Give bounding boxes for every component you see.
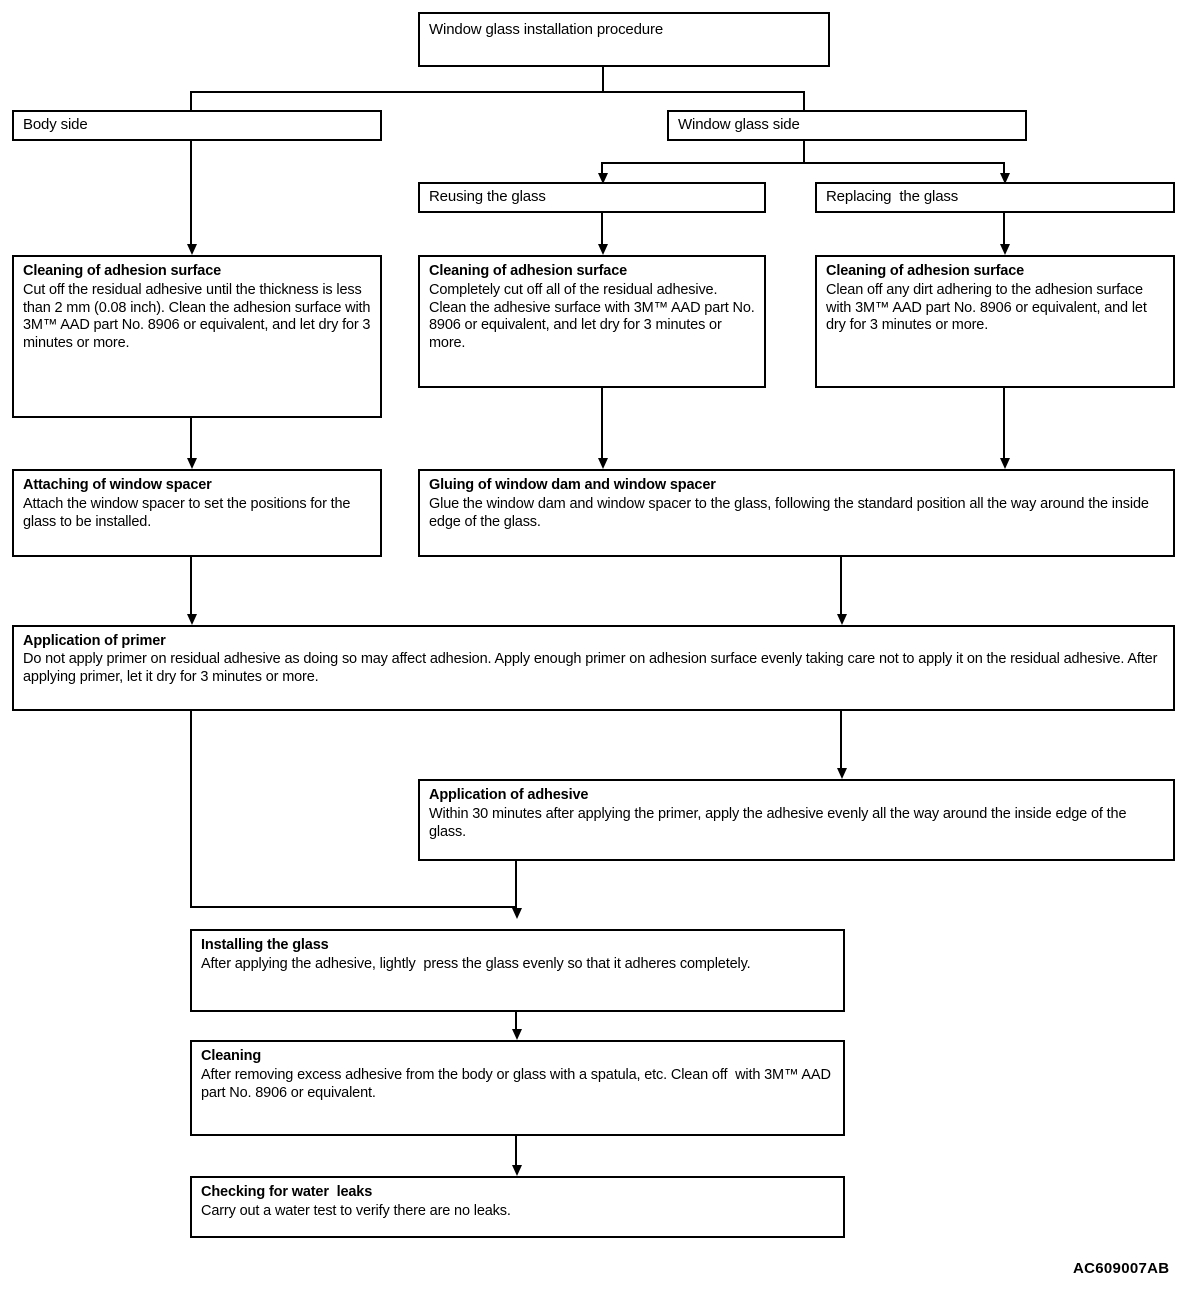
arrow-cleanreplace-to-gluing: [1000, 458, 1010, 469]
node-cleaning-title: Cleaning: [201, 1048, 262, 1064]
arrow-to-installing: [512, 908, 522, 919]
connector-replacing-down: [1003, 213, 1005, 244]
node-cleaning-reusing-body: Completely cut off all of the residual a…: [429, 281, 759, 352]
arrow-to-replacing: [1000, 173, 1010, 184]
node-root-label: Window glass installation procedure: [429, 21, 664, 38]
arrow-cleaning-to-water-leaks: [512, 1165, 522, 1176]
node-application-of-adhesive: Application of adhesive Within 30 minute…: [418, 779, 1175, 861]
arrow-cleanbody-to-spacer: [187, 458, 197, 469]
connector-glass-side-bus: [601, 162, 1005, 164]
node-attaching-window-spacer: Attaching of window spacer Attach the wi…: [12, 469, 382, 557]
node-gluing-dam-spacer: Gluing of window dam and window spacer G…: [418, 469, 1175, 557]
arrow-replacing-to-clean: [1000, 244, 1010, 255]
node-cleaning-body-side-body: Cut off the residual adhesive until the …: [23, 281, 375, 352]
connector-merge-bus: [190, 906, 517, 908]
node-cleaning-body-side: Cleaning of adhesion surface Cut off the…: [12, 255, 382, 418]
node-application-of-primer-title: Application of primer: [23, 633, 166, 649]
connector-adhesive-down: [515, 861, 517, 908]
arrow-reusing-to-clean: [598, 244, 608, 255]
connector-gluing-down: [840, 557, 842, 614]
node-application-of-primer: Application of primer Do not apply prime…: [12, 625, 1175, 711]
connector-cleanreplace-down: [1003, 388, 1005, 458]
node-cleaning-body: After removing excess adhesive from the …: [201, 1066, 835, 1101]
arrow-primer-to-adhesive: [837, 768, 847, 779]
connector-to-glass-side: [803, 91, 805, 112]
node-reusing-glass: Reusing the glass: [418, 182, 766, 213]
node-gluing-dam-spacer-title: Gluing of window dam and window spacer: [429, 477, 716, 493]
connector-root-bus: [190, 91, 805, 93]
connector-root-stem: [602, 67, 604, 92]
connector-body-side-down: [190, 141, 192, 244]
arrow-spacer-to-primer: [187, 614, 197, 625]
arrow-to-reusing: [598, 173, 608, 184]
node-application-of-adhesive-title: Application of adhesive: [429, 787, 589, 803]
node-installing-the-glass-title: Installing the glass: [201, 937, 329, 953]
reference-code: AC609007AB: [1073, 1260, 1170, 1277]
node-cleaning: Cleaning After removing excess adhesive …: [190, 1040, 845, 1136]
connector-installing-down: [515, 1012, 517, 1029]
node-checking-water-leaks: Checking for water leaks Carry out a wat…: [190, 1176, 845, 1238]
node-cleaning-reusing-title: Cleaning of adhesion surface: [429, 263, 628, 279]
node-cleaning-replacing-body: Clean off any dirt adhering to the adhes…: [826, 281, 1151, 334]
node-body-side-label: Body side: [23, 116, 88, 133]
node-glass-side-label: Window glass side: [678, 116, 800, 133]
arrow-body-side-to-clean: [187, 244, 197, 255]
node-application-of-primer-body: Do not apply primer on residual adhesive…: [23, 651, 1162, 685]
connector-primer-to-adhesive: [840, 711, 842, 768]
node-cleaning-replacing-title: Cleaning of adhesion surface: [826, 263, 1025, 279]
arrow-gluing-to-primer: [837, 614, 847, 625]
node-cleaning-body-side-title: Cleaning of adhesion surface: [23, 263, 222, 279]
connector-primer-left-rail: [190, 711, 192, 908]
arrow-cleanreuse-to-gluing: [598, 458, 608, 469]
node-checking-water-leaks-title: Checking for water leaks: [201, 1184, 373, 1200]
node-installing-the-glass-body: After applying the adhesive, lightly pre…: [201, 955, 751, 972]
connector-cleanbody-down: [190, 418, 192, 458]
connector-to-body-side: [190, 91, 192, 112]
connector-glass-side-stem: [803, 141, 805, 163]
node-body-side: Body side: [12, 110, 382, 141]
node-cleaning-replacing: Cleaning of adhesion surface Clean off a…: [815, 255, 1175, 388]
node-gluing-dam-spacer-body: Glue the window dam and window spacer to…: [429, 495, 1153, 530]
connector-to-reusing: [601, 162, 603, 174]
node-attaching-window-spacer-title: Attaching of window spacer: [23, 477, 212, 493]
node-cleaning-reusing: Cleaning of adhesion surface Completely …: [418, 255, 766, 388]
node-checking-water-leaks-body: Carry out a water test to verify there a…: [201, 1202, 511, 1219]
connector-to-replacing: [1003, 162, 1005, 174]
arrow-installing-to-cleaning: [512, 1029, 522, 1040]
node-glass-side: Window glass side: [667, 110, 1027, 141]
connector-cleanreuse-down: [601, 388, 603, 458]
connector-cleaning-down: [515, 1136, 517, 1165]
node-root: Window glass installation procedure: [418, 12, 830, 67]
connector-spacer-down: [190, 557, 192, 614]
node-attaching-window-spacer-body: Attach the window spacer to set the posi…: [23, 495, 355, 530]
connector-reusing-down: [601, 213, 603, 244]
node-replacing-glass-label: Replacing the glass: [826, 188, 959, 205]
node-reusing-glass-label: Reusing the glass: [429, 188, 546, 205]
node-replacing-glass: Replacing the glass: [815, 182, 1175, 213]
node-application-of-adhesive-body: Within 30 minutes after applying the pri…: [429, 805, 1131, 840]
node-installing-the-glass: Installing the glass After applying the …: [190, 929, 845, 1012]
